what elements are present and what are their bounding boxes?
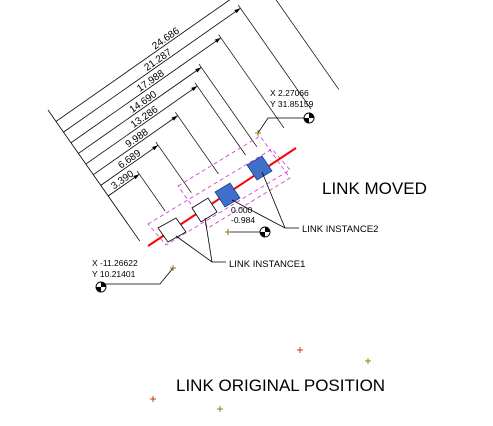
left-coord-leader xyxy=(104,267,174,285)
dimension-arrowhead xyxy=(152,145,159,151)
link-moved-label: LINK MOVED xyxy=(322,179,427,198)
dimension-line xyxy=(93,115,178,176)
extension-line xyxy=(218,34,285,129)
extension-line xyxy=(258,0,340,90)
top-coord-x: X 2.27066 xyxy=(270,88,309,98)
dimension-arrowhead xyxy=(214,37,221,43)
original-position-markers xyxy=(150,347,371,412)
dimension-arrowhead xyxy=(171,115,178,121)
left-coord-y: Y 10.21401 xyxy=(92,269,136,279)
link-instance2-box-b[interactable] xyxy=(246,155,273,181)
dimension-arrowhead xyxy=(234,8,241,14)
link-instance1-boxes xyxy=(157,197,218,243)
datum-target-icon[interactable] xyxy=(95,281,107,293)
extension-line xyxy=(237,4,312,110)
link-instance2-boxes xyxy=(214,155,273,208)
instance1-leader-b xyxy=(204,217,213,263)
link-original-position-label: LINK ORIGINAL POSITION xyxy=(176,376,385,395)
dimension-line xyxy=(78,67,202,154)
top-coord-leader xyxy=(257,117,306,134)
dimension-arrowhead xyxy=(133,174,140,180)
offset-value-b: -0.984 xyxy=(231,215,255,225)
left-coord-x: X -11.26622 xyxy=(92,258,138,268)
cross-marker-icon xyxy=(297,347,303,353)
dimension-line xyxy=(70,37,222,144)
datum-target-icon[interactable] xyxy=(259,226,271,238)
cross-marker-icon xyxy=(255,130,261,136)
cross-marker-icon xyxy=(217,406,223,412)
link-markers xyxy=(170,130,261,271)
link-instance1-box[interactable] xyxy=(157,217,187,243)
cross-marker-icon xyxy=(170,265,176,271)
extension-line xyxy=(136,170,166,212)
top-coord-y: Y 31.85159 xyxy=(270,99,314,109)
instance1-leader xyxy=(175,235,226,263)
dimension-value: 3.390 xyxy=(109,168,136,192)
dimension-line xyxy=(100,144,159,186)
extension-line xyxy=(175,112,219,174)
leader-lines xyxy=(104,117,306,285)
cross-marker-icon xyxy=(365,358,371,364)
dimension-line xyxy=(63,7,241,133)
dimension-line xyxy=(107,173,140,197)
extension-line xyxy=(155,141,192,193)
dimension-line xyxy=(85,85,198,165)
extension-line xyxy=(194,82,246,156)
link-instance1-label: LINK INSTANCE1 xyxy=(229,259,305,270)
dimension-line xyxy=(55,0,262,122)
dimension-value: 9.988 xyxy=(124,127,151,151)
link-instance2-label: LINK INSTANCE2 xyxy=(302,224,378,235)
cross-marker-icon xyxy=(150,396,156,402)
datum-target-icon[interactable] xyxy=(303,112,315,124)
instance2-leader-b xyxy=(261,171,286,229)
cross-marker-icon xyxy=(225,229,231,235)
link-instance1-box-b[interactable] xyxy=(191,197,218,223)
extension-line xyxy=(198,63,258,148)
dimension-arrowhead xyxy=(191,86,198,92)
dimension-baseline xyxy=(47,109,141,242)
offset-value-a: 0.000 xyxy=(231,205,253,215)
dimension-arrowhead xyxy=(195,67,202,73)
dimension-value: 6.689 xyxy=(116,148,143,172)
